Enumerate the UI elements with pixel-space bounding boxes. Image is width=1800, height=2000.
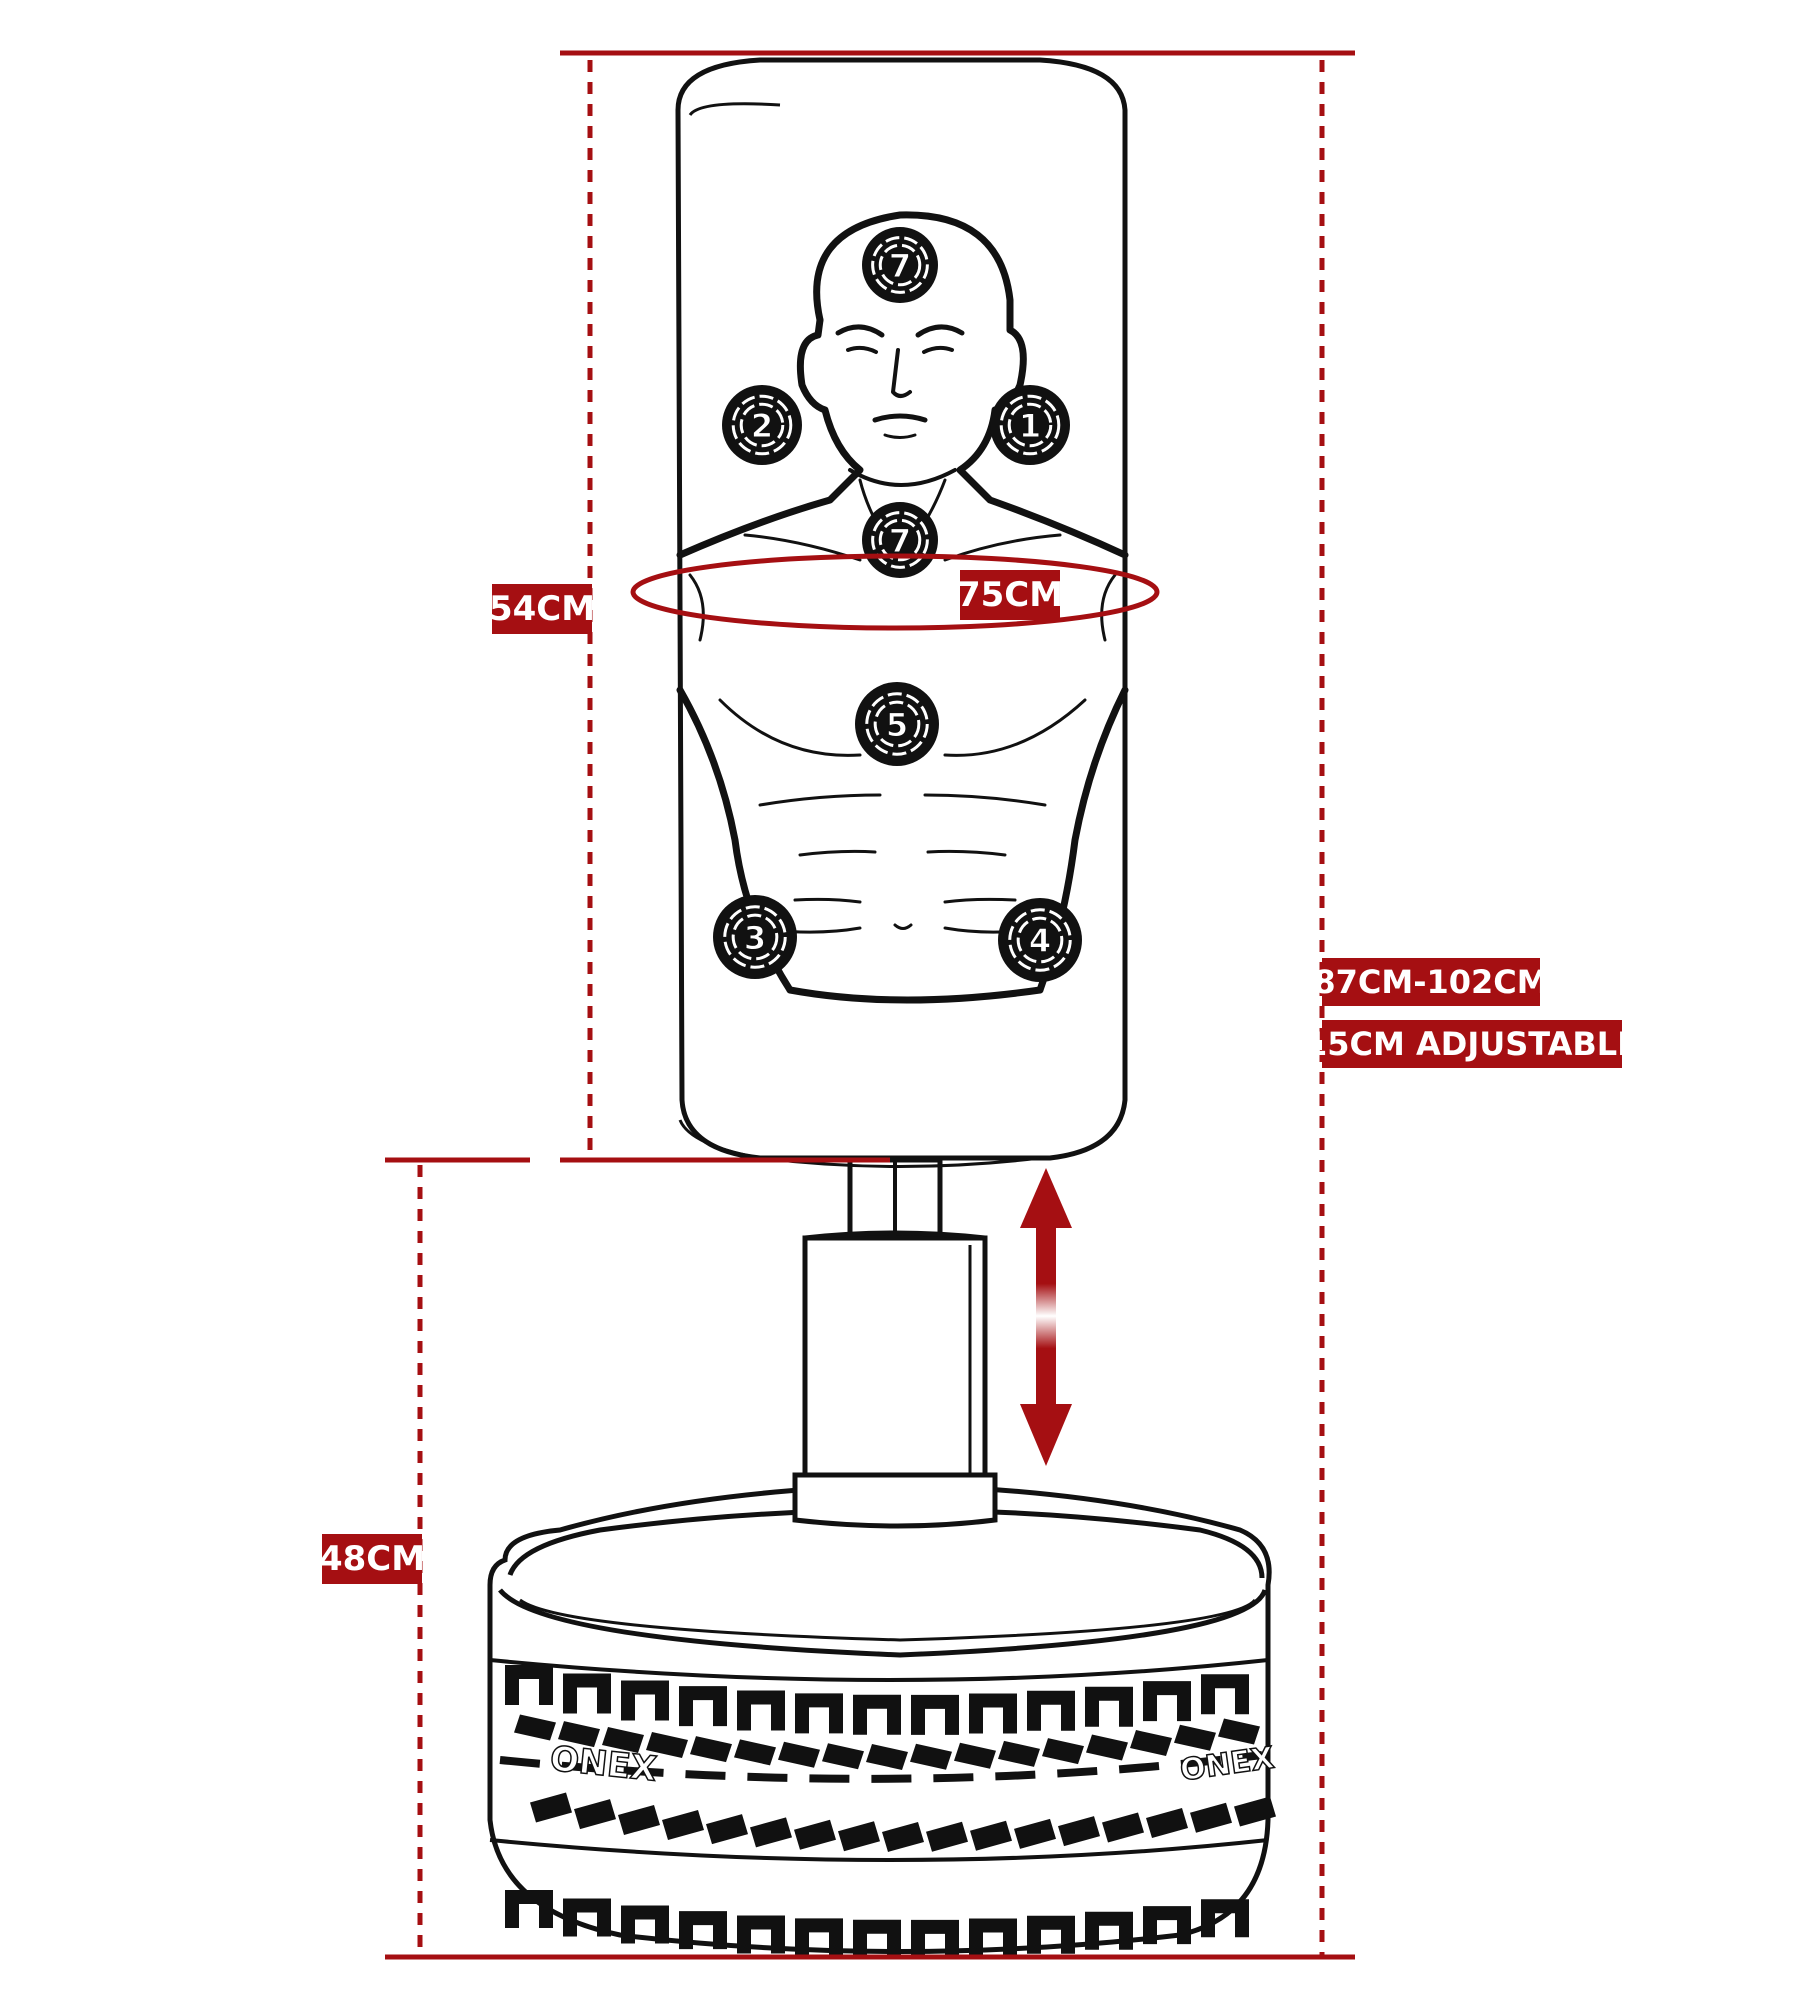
tread-block (563, 1898, 611, 1937)
tread-block (679, 1911, 727, 1950)
tire-center-line (499, 1751, 1263, 1783)
adjustable-text: 15CM ADJUSTABLE (1305, 1025, 1639, 1063)
label-adjustable: 15CM ADJUSTABLE (1305, 1020, 1639, 1068)
target-number: 4 (1029, 922, 1051, 960)
strike-targets: 7 2 1 7 5 3 4 (713, 227, 1082, 982)
tread-block (505, 1665, 553, 1705)
tread-block (795, 1693, 843, 1734)
tread-slash (822, 1743, 880, 1852)
tread-slash (1218, 1718, 1276, 1827)
target-number: 2 (751, 407, 773, 445)
double-arrow-vertical-icon (1020, 1168, 1072, 1466)
circumference-text: 75CM (957, 575, 1063, 615)
circumference-ellipse (630, 553, 1160, 631)
tread-block (1143, 1906, 1191, 1945)
target-6: 3 (713, 895, 797, 979)
tread-slash (558, 1721, 616, 1830)
tread-slash (998, 1740, 1056, 1849)
brand-right: ONEX (1178, 1741, 1276, 1789)
tread-block (969, 1918, 1017, 1957)
tread-block (679, 1686, 727, 1727)
tread-block (737, 1690, 785, 1731)
tread-slash (1130, 1730, 1188, 1839)
figure-outline (676, 211, 1129, 1004)
tread-block (853, 1694, 901, 1735)
target-number: 7 (889, 247, 911, 285)
total-height-text: 87CM-102CM (1313, 963, 1548, 1001)
tread-block (1085, 1911, 1133, 1950)
tread-slash (1042, 1738, 1100, 1847)
tread-block (795, 1918, 843, 1957)
target-number: 5 (886, 706, 908, 744)
tread-slash (734, 1739, 792, 1848)
tread-slash (1086, 1734, 1144, 1843)
dimension-lines (385, 50, 1355, 1960)
tread-block (1143, 1681, 1191, 1722)
tread-block (737, 1915, 785, 1954)
target-4: 7 (862, 502, 938, 578)
tread-block (621, 1680, 669, 1721)
tread-block (505, 1890, 553, 1928)
label-circumference: 75CM (957, 570, 1063, 620)
tread-slash (778, 1741, 836, 1850)
tread-slash (866, 1743, 924, 1852)
target-2: 2 (722, 385, 802, 465)
base-tire (487, 1482, 1272, 1954)
target-7: 4 (998, 898, 1082, 982)
label-base-height: 48CM (319, 1534, 425, 1584)
bag-height-text: 54CM (489, 589, 595, 629)
label-total-height: 87CM-102CM (1313, 958, 1549, 1006)
tread-slash (1174, 1724, 1232, 1833)
tread-block (969, 1693, 1017, 1734)
tread-block (853, 1919, 901, 1958)
tread-slash (602, 1726, 660, 1835)
tread-slash (910, 1743, 968, 1852)
tread-block (1027, 1690, 1075, 1731)
tread-block (911, 1694, 959, 1735)
tread-slash (646, 1731, 704, 1840)
base-height-text: 48CM (319, 1539, 425, 1579)
tread-slash (690, 1736, 748, 1845)
adjustable-pole (792, 1157, 998, 1529)
tread-block (621, 1905, 669, 1944)
target-5: 5 (855, 682, 939, 766)
target-3: 1 (990, 385, 1070, 465)
tread-block (1027, 1915, 1075, 1954)
brand-left: ONEX (548, 1739, 658, 1790)
target-number: 3 (744, 919, 766, 957)
tread-block (1201, 1899, 1249, 1938)
tread-slash (514, 1714, 572, 1823)
tread-block (1085, 1686, 1133, 1727)
tread-slash (954, 1742, 1012, 1851)
label-bag-height: 54CM (489, 584, 595, 634)
target-number: 1 (1019, 407, 1041, 445)
tread-block (911, 1919, 959, 1958)
target-number: 7 (889, 522, 911, 560)
target-1: 7 (862, 227, 938, 303)
tread-block (563, 1673, 611, 1714)
tread-block (1201, 1674, 1249, 1715)
tire-tread-pattern (505, 1665, 1276, 1958)
